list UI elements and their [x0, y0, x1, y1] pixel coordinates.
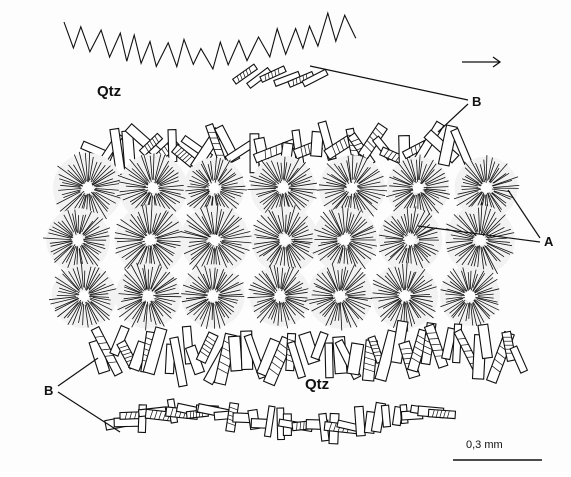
- leader-b-left-2: [58, 392, 120, 432]
- spherulite-core: [73, 235, 83, 245]
- scale-label: 0,3 mm: [466, 440, 503, 451]
- spherulite-core: [465, 291, 475, 301]
- spherulite-core: [335, 291, 345, 301]
- label-qtz-top: Qtz: [97, 84, 121, 99]
- spherulite: [440, 266, 500, 326]
- lower-rim-prism: [196, 332, 218, 363]
- leader-b-top-1: [310, 66, 468, 100]
- spherulite-fiber: [84, 271, 85, 288]
- lower-rim-prism: [347, 343, 364, 375]
- bottom-band-prism-hatch: [193, 411, 194, 418]
- spherulite-core: [208, 291, 218, 301]
- direction-arrow: [462, 57, 500, 67]
- spherulite-core: [347, 183, 357, 193]
- lower-rim-prism: [325, 343, 333, 378]
- spherulite-core: [340, 235, 350, 245]
- bottom-band-prism: [381, 405, 390, 427]
- spherulite-core: [83, 183, 93, 193]
- spherulite: [305, 263, 372, 330]
- spherulite: [248, 265, 312, 328]
- quartz-crystal-band-bottom: [105, 399, 456, 444]
- spherulite-core: [79, 291, 89, 301]
- top-crystal-outline: [64, 13, 356, 69]
- spherulite: [115, 263, 182, 331]
- label-b-top: B: [472, 95, 481, 108]
- spherulite-core: [475, 235, 485, 245]
- spherulite-core: [210, 235, 220, 245]
- spherulite-core: [413, 183, 423, 193]
- spherulite: [181, 264, 245, 329]
- quartz-crystal-band-top: [64, 13, 356, 88]
- spherulite-core: [143, 291, 153, 301]
- spherulite-core: [400, 291, 410, 301]
- lower-rim-prism: [229, 336, 243, 371]
- spherulite-core: [275, 291, 285, 301]
- spherulite-zone: [43, 152, 519, 332]
- spherulite-fiber: [314, 239, 336, 240]
- spherulite-core: [405, 235, 415, 245]
- spherulite-core: [209, 183, 219, 193]
- upper-rim-prism: [168, 130, 177, 162]
- label-qtz-bottom: Qtz: [305, 377, 329, 392]
- spherulite-core: [278, 183, 288, 193]
- label-a: A: [544, 235, 553, 248]
- leader-b-left-1: [58, 358, 98, 386]
- label-b-left: B: [44, 384, 53, 397]
- spherulite: [251, 205, 318, 276]
- spherulite: [43, 208, 110, 272]
- spherulite-core: [148, 183, 158, 193]
- bottom-band-prism: [355, 406, 366, 436]
- spherulite-core: [145, 235, 155, 245]
- spherulite: [49, 262, 117, 329]
- spherulite-core: [280, 235, 290, 245]
- spherulite-core: [481, 183, 491, 193]
